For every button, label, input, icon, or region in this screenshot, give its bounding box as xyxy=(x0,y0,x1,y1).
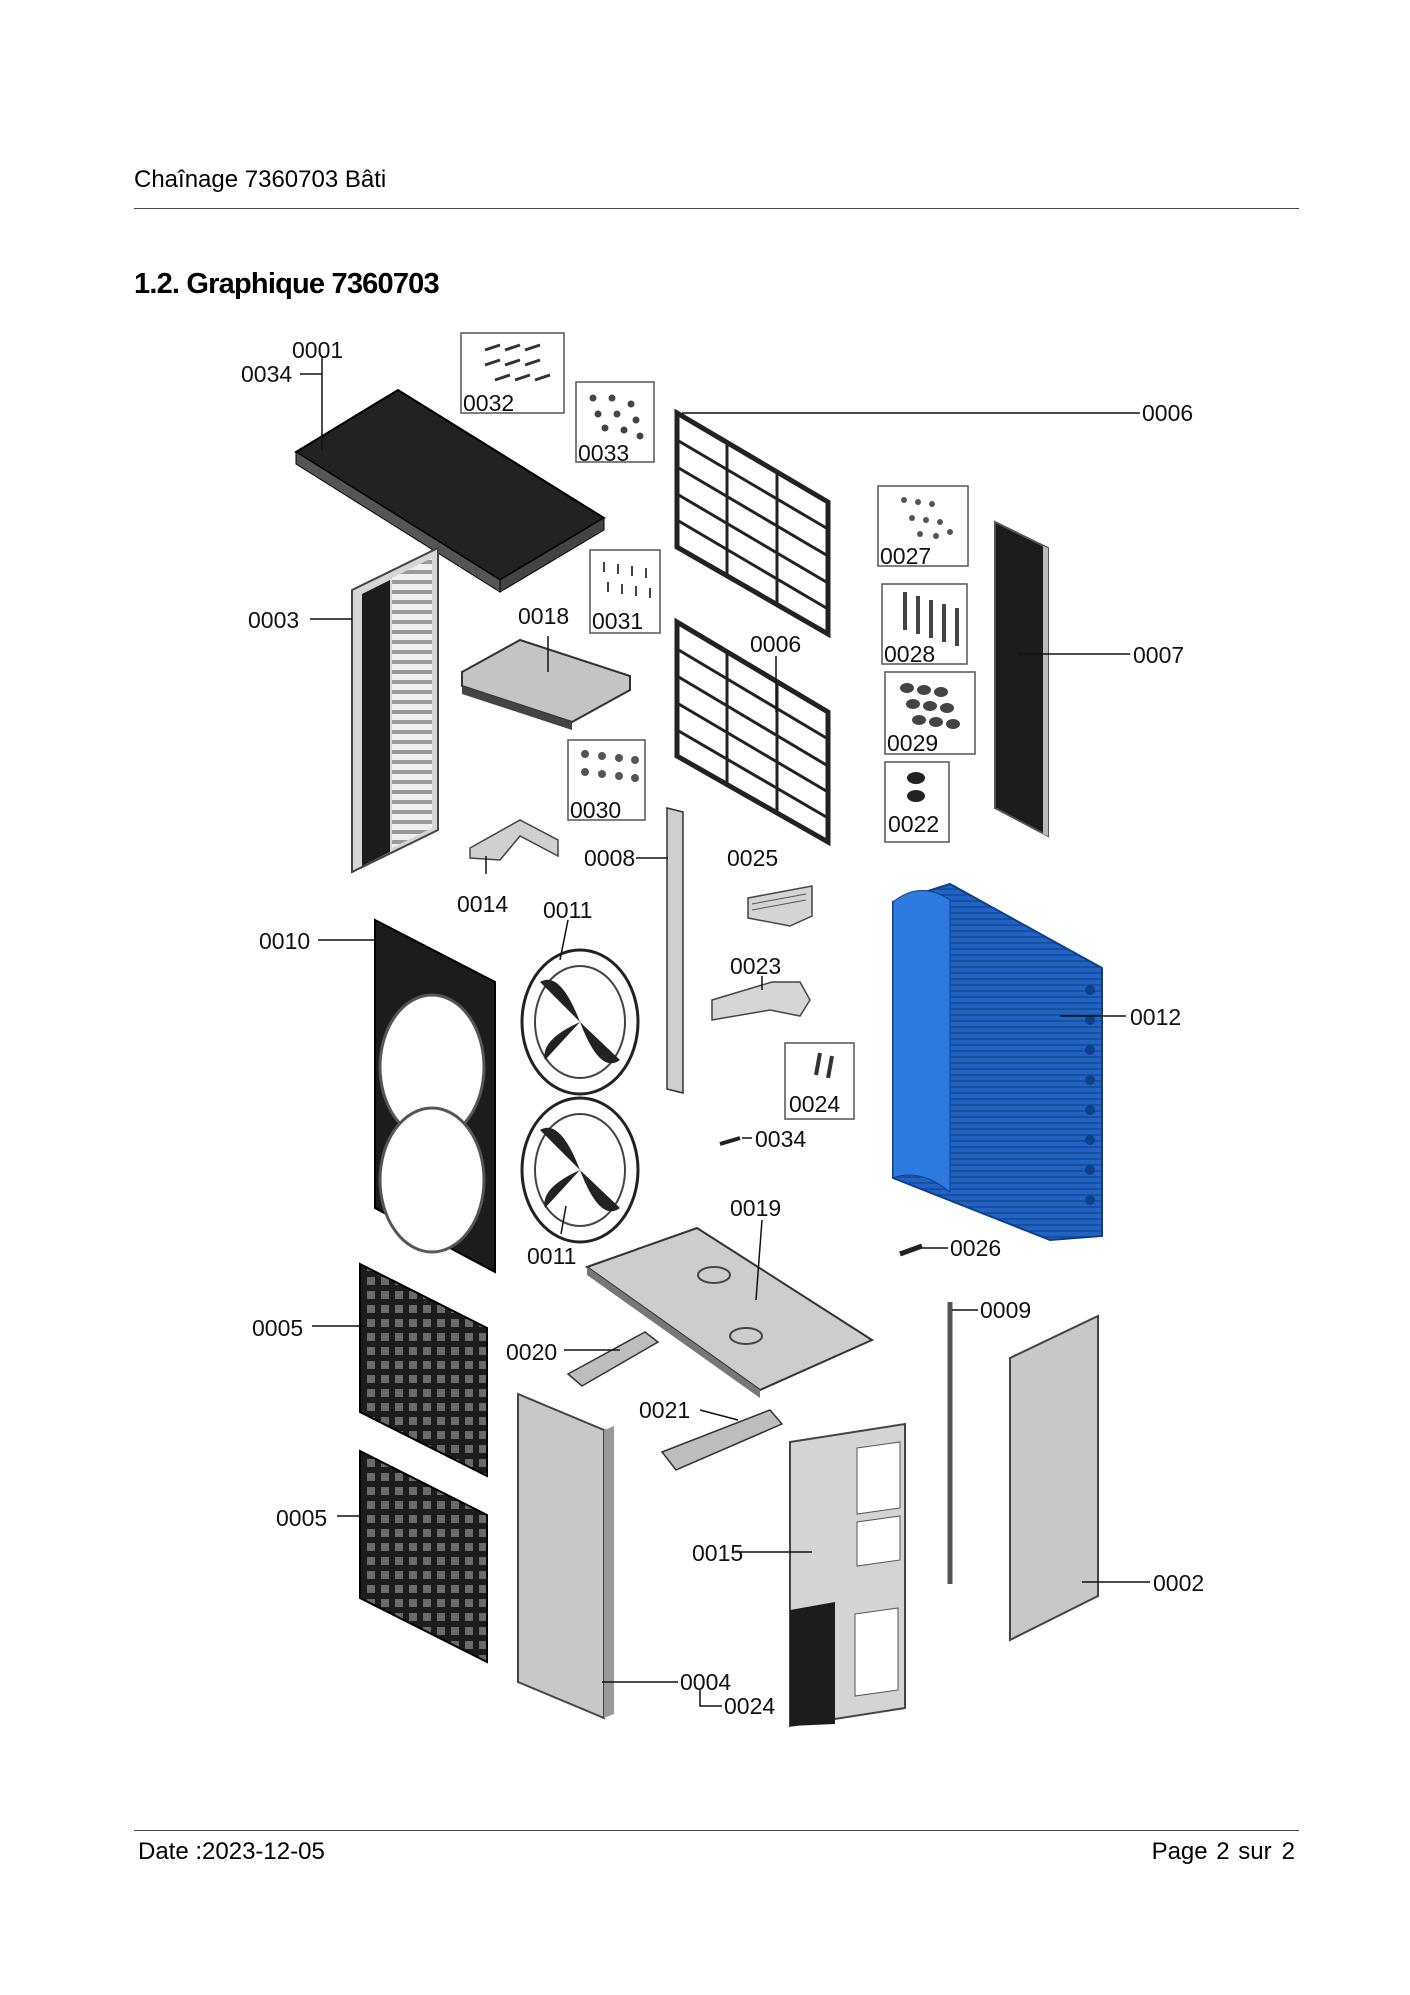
callout-0003: 0003 xyxy=(248,607,299,633)
footer-page-total: 2 xyxy=(1281,1838,1295,1865)
part-0002-right-panel xyxy=(1009,1314,1099,1642)
part-0021-rail xyxy=(660,1409,784,1471)
part-0028-bolt-kit xyxy=(881,583,968,665)
footer-divider xyxy=(134,1830,1299,1831)
part-0005-lower-grille xyxy=(359,1449,488,1664)
callout-0004: 0004 xyxy=(680,1669,731,1695)
part-0030-nut-kit xyxy=(567,739,646,821)
part-0020-rail xyxy=(566,1331,660,1387)
part-0032-screw-kit xyxy=(460,332,565,414)
callout-0002: 0002 xyxy=(1153,1570,1204,1596)
part-0015-service-panel xyxy=(789,1422,906,1728)
section-title: 1.2. Graphique 7360703 xyxy=(134,268,440,300)
part-0011-upper-fan xyxy=(520,948,640,1096)
part-0014-bracket xyxy=(469,819,559,861)
callout-0011-lower: 0011 xyxy=(527,1243,576,1269)
callout-0015: 0015 xyxy=(692,1540,743,1566)
part-0008-post xyxy=(666,807,684,1094)
part-0027-screw-kit xyxy=(877,485,969,567)
part-0019-base-pan xyxy=(584,1226,875,1398)
callout-0031: 0031 xyxy=(592,608,643,634)
callout-0005-lower: 0005 xyxy=(276,1505,327,1531)
callout-0008: 0008 xyxy=(584,845,635,871)
part-0025-bracket xyxy=(747,885,813,927)
footer-date: Date :2023-12-05 xyxy=(138,1838,325,1865)
callout-0014: 0014 xyxy=(457,891,508,917)
callout-0024-bottom: 0024 xyxy=(724,1693,775,1719)
part-0022-grommet-kit xyxy=(884,761,950,843)
callout-0023: 0023 xyxy=(730,953,781,979)
part-0031-screw-kit xyxy=(589,549,661,634)
callout-0019: 0019 xyxy=(730,1195,781,1221)
callout-0033: 0033 xyxy=(578,440,629,466)
part-0010-fan-shroud xyxy=(374,918,496,1274)
callout-0034-top: 0034 xyxy=(241,361,292,387)
part-0033-screw-kit xyxy=(575,381,655,463)
leader-lines xyxy=(300,356,1150,1707)
callout-0022: 0022 xyxy=(888,811,939,837)
part-0011-lower-fan xyxy=(520,1096,640,1244)
document-header-title: Chaînage 7360703 Bâti xyxy=(134,166,387,193)
part-0007-right-panel xyxy=(994,520,1049,838)
part-0034-screw xyxy=(719,1136,741,1146)
part-0004-front-panel xyxy=(517,1392,614,1720)
callout-0024-box: 0024 xyxy=(789,1091,840,1117)
callout-0020: 0020 xyxy=(506,1339,557,1365)
callout-0028: 0028 xyxy=(884,641,935,667)
footer-page-label: Page 2 sur xyxy=(1151,1838,1272,1865)
callout-0021: 0021 xyxy=(639,1397,690,1423)
callout-0001: 0001 xyxy=(292,337,343,363)
callout-0006-upper: 0006 xyxy=(1142,400,1193,426)
callout-0029: 0029 xyxy=(887,730,938,756)
part-0005-upper-grille xyxy=(359,1262,488,1478)
callout-0009: 0009 xyxy=(980,1297,1031,1323)
part-0029-damper-kit xyxy=(884,671,976,755)
callout-0018: 0018 xyxy=(518,603,569,629)
callout-0027: 0027 xyxy=(880,543,931,569)
part-0024-clip-kit xyxy=(784,1042,855,1120)
footer-page-number: Page 2 sur 2 xyxy=(1152,1838,1295,1866)
part-0003-side-panel xyxy=(351,546,439,874)
callout-0012: 0012 xyxy=(1130,1004,1181,1030)
part-0001-top-cover xyxy=(294,388,606,593)
callout-0034-lower: 0034 xyxy=(755,1126,806,1152)
part-0026-clip xyxy=(899,1243,923,1257)
callout-0011-upper: 0011 xyxy=(543,897,592,923)
callout-0026: 0026 xyxy=(950,1235,1001,1261)
callout-0005-upper: 0005 xyxy=(252,1315,303,1341)
callout-0030: 0030 xyxy=(570,797,621,823)
part-0023-bracket xyxy=(711,981,811,1021)
callout-0032: 0032 xyxy=(463,390,514,416)
callout-0006-lower: 0006 xyxy=(750,631,801,657)
part-0018-tray xyxy=(461,638,631,730)
header-divider xyxy=(134,208,1299,209)
callout-0025: 0025 xyxy=(727,845,778,871)
callout-0007: 0007 xyxy=(1133,642,1184,668)
part-0006-lower-grille xyxy=(674,617,831,847)
callout-0010: 0010 xyxy=(259,928,310,954)
part-0012-coil xyxy=(892,882,1103,1242)
part-0006-upper-grille xyxy=(674,408,831,639)
